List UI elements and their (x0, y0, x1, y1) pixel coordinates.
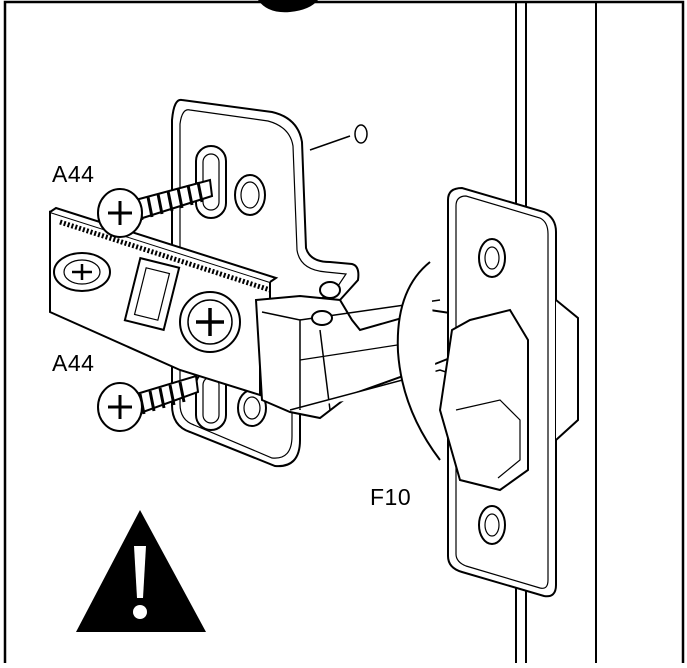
screw-label-top: A44 (52, 161, 95, 187)
hinge-arm (49, 206, 279, 397)
hinge-knuckle (254, 281, 471, 420)
frame-border (3, 0, 685, 668)
screw-label-bottom: A44 (52, 350, 95, 376)
screw-a44-top (97, 178, 214, 238)
warning-triangle-icon (76, 510, 206, 632)
drill-hole (309, 124, 368, 151)
title-fragment (258, 0, 318, 13)
screw-a44-bottom (97, 374, 200, 432)
hinge-cup-plate (438, 186, 579, 598)
hinge-cup-label: F10 (370, 484, 412, 510)
